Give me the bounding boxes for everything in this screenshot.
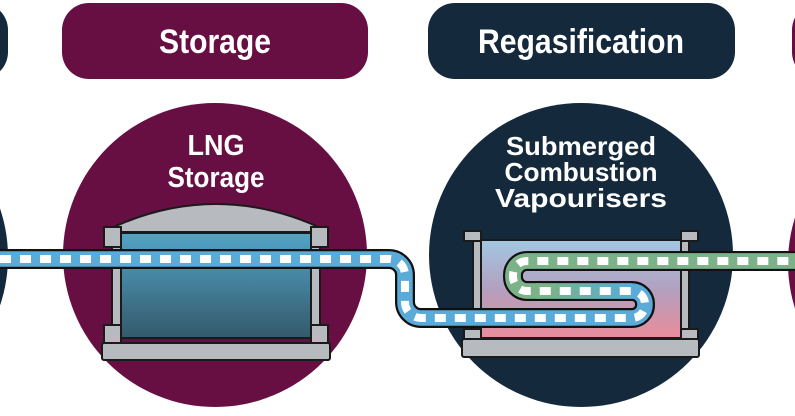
stage-header-storage-label: Storage [159, 23, 271, 61]
prev-stage-header-partial [0, 10, 8, 72]
vapouriser-label-line2: Combustion [505, 157, 658, 187]
lng-storage-label-line1: LNG [188, 130, 245, 162]
lng-tank-flange-bottom-right [310, 324, 329, 344]
lng-tank-flange-top-right [310, 226, 329, 248]
lng-tank-base [101, 342, 331, 361]
lng-tank-flange-bottom-left [103, 324, 122, 344]
next-stage-header-partial [792, 17, 795, 65]
pipeline [0, 249, 795, 328]
vapouriser-right-wall [680, 230, 690, 340]
lng-tank-flange-top-left [103, 226, 122, 248]
vapouriser-base [461, 338, 700, 358]
vapouriser-flange-top-right [680, 230, 699, 242]
vapouriser-flange-bottom-right [680, 328, 699, 340]
vapouriser-flange-top-left [463, 230, 482, 242]
lng-tank-dome [102, 203, 330, 233]
lng-storage-label-line2: Storage [168, 162, 265, 194]
stage-header-regasification-label: Regasification [478, 23, 684, 61]
lng-storage-tank [101, 203, 331, 361]
vapouriser-label-line1: Submerged [506, 131, 656, 161]
lng-tank-liquid [119, 232, 313, 339]
vapouriser-label-line3: Vapourisers [495, 183, 667, 213]
vapouriser-flange-bottom-left [463, 328, 482, 340]
stage-header-storage [62, 3, 368, 79]
stage-header-regasification [428, 3, 735, 79]
pipeline-flow-dashes [0, 255, 795, 322]
